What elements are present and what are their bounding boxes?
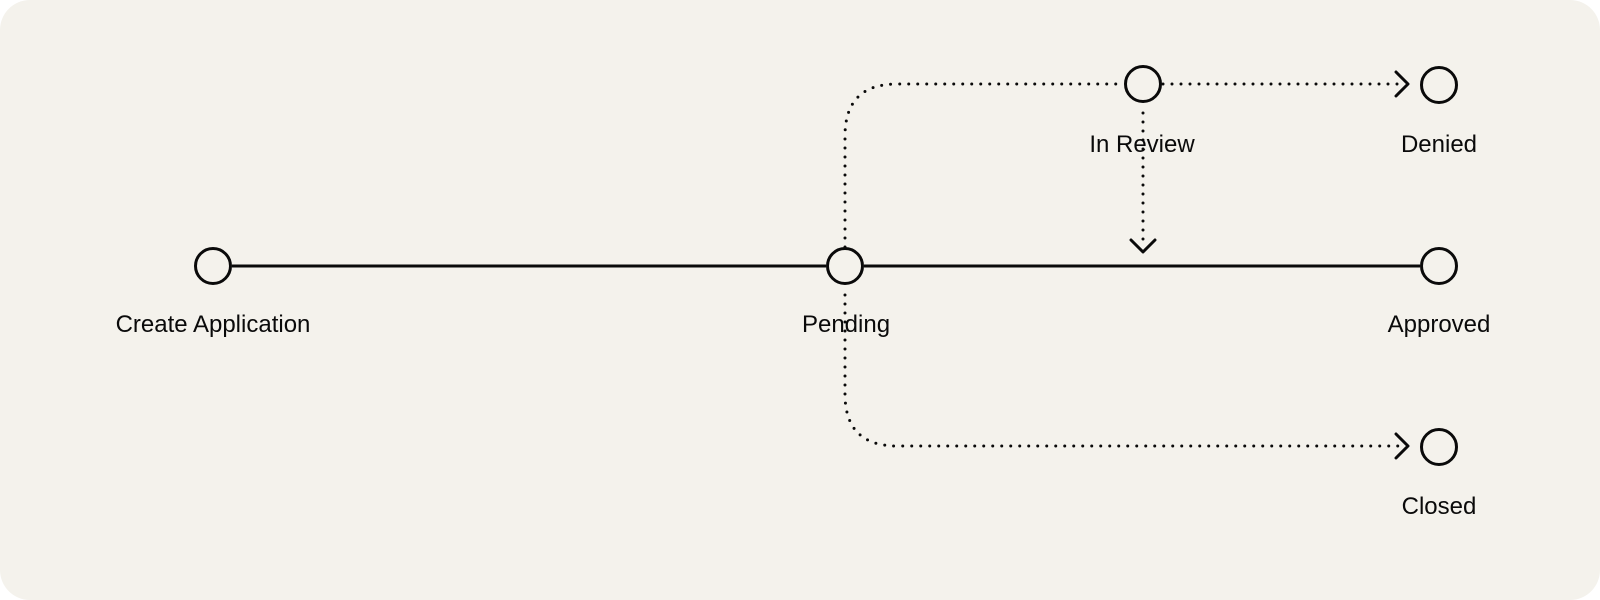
- node-in-review[interactable]: [1124, 65, 1162, 103]
- label-closed: Closed: [1401, 493, 1477, 520]
- edge-pending-to-in-review: [843, 82, 1125, 249]
- node-denied[interactable]: [1420, 66, 1458, 104]
- node-approved[interactable]: [1420, 247, 1458, 285]
- node-create-application[interactable]: [194, 247, 232, 285]
- arrowhead-denied: [1394, 70, 1410, 98]
- label-pending: Pending: [801, 311, 891, 338]
- edge-pending-to-closed: [843, 293, 1402, 448]
- arrowhead-closed: [1394, 432, 1410, 460]
- label-denied: Denied: [1400, 131, 1478, 158]
- arrowhead-in-review-down: [1129, 238, 1157, 254]
- node-pending[interactable]: [826, 247, 864, 285]
- label-in-review: In Review: [1089, 131, 1195, 158]
- label-create-application: Create Application: [115, 311, 311, 338]
- label-approved: Approved: [1387, 311, 1491, 338]
- node-closed[interactable]: [1420, 428, 1458, 466]
